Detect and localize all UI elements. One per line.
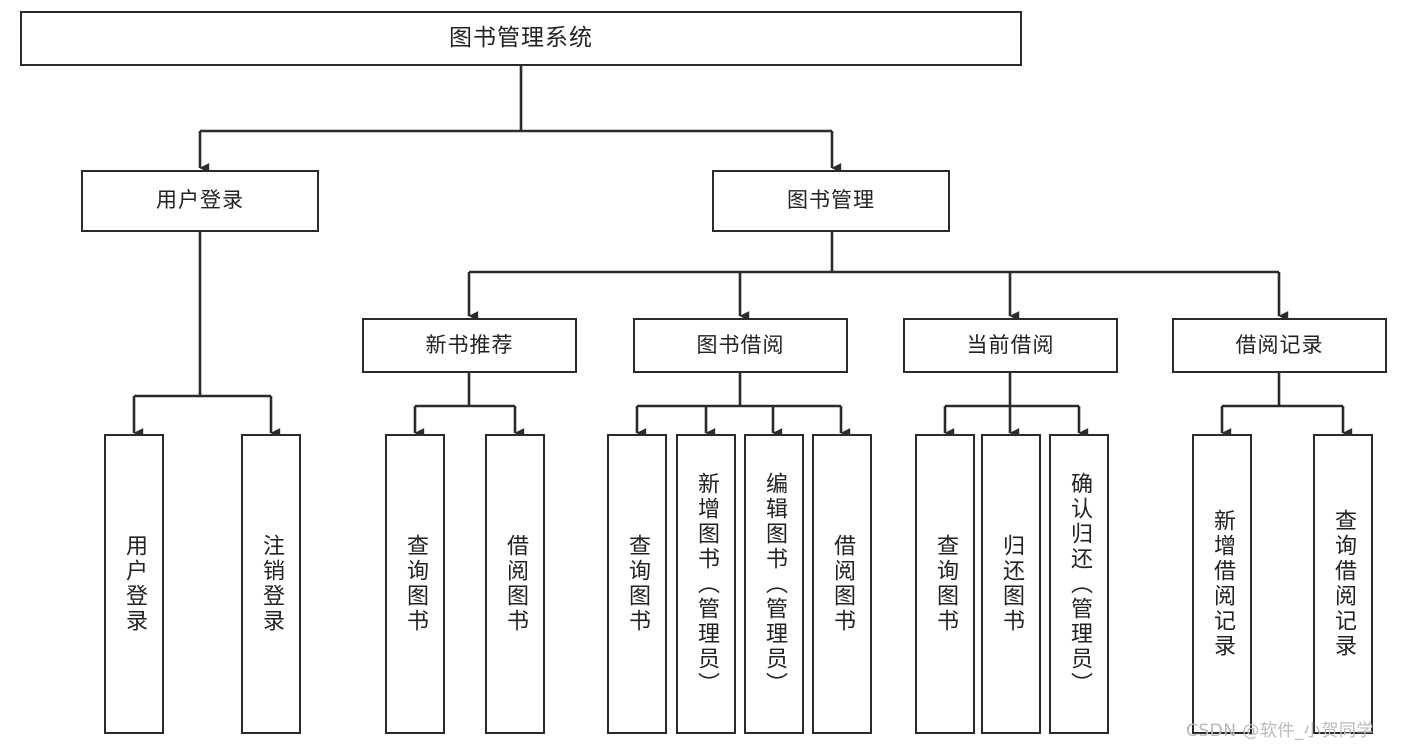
leaf-logout[interactable]: 注销登录 bbox=[241, 434, 301, 734]
node-label: 借阅图书 bbox=[503, 534, 528, 634]
leaf-query-book-recommend[interactable]: 查询图书 bbox=[385, 434, 445, 734]
node-label: 查询借阅记录 bbox=[1331, 509, 1356, 659]
leaf-query-borrow-record[interactable]: 查询借阅记录 bbox=[1313, 434, 1373, 734]
node-label: 借阅图书 bbox=[830, 534, 855, 634]
node-label: 新增借阅记录 bbox=[1210, 509, 1235, 659]
node-label: 新增图书（管理员） bbox=[694, 471, 719, 697]
leaf-user-login[interactable]: 用户登录 bbox=[104, 434, 164, 734]
node-label: 注销登录 bbox=[259, 534, 284, 634]
node-label: 用户登录 bbox=[156, 188, 244, 213]
leaf-confirm-return-admin[interactable]: 确认归还（管理员） bbox=[1049, 434, 1109, 734]
node-label: 图书管理系统 bbox=[449, 24, 593, 51]
node-borrow-record[interactable]: 借阅记录 bbox=[1172, 318, 1387, 373]
leaf-return-book[interactable]: 归还图书 bbox=[981, 434, 1041, 734]
node-label: 查询图书 bbox=[403, 534, 428, 634]
node-label: 借阅记录 bbox=[1235, 332, 1324, 357]
node-book-management[interactable]: 图书管理 bbox=[712, 170, 950, 232]
node-label: 图书管理 bbox=[787, 188, 875, 213]
node-label: 归还图书 bbox=[999, 534, 1024, 634]
leaf-borrow-book[interactable]: 借阅图书 bbox=[812, 434, 872, 734]
node-book-borrow[interactable]: 图书借阅 bbox=[633, 318, 848, 373]
node-user-login[interactable]: 用户登录 bbox=[81, 170, 319, 232]
node-label: 编辑图书（管理员） bbox=[762, 471, 787, 697]
node-label: 查询图书 bbox=[625, 534, 650, 634]
node-new-book-recommend[interactable]: 新书推荐 bbox=[362, 318, 577, 373]
watermark-text: CSDN @软件_小贺同学 bbox=[1186, 721, 1374, 741]
node-root-system[interactable]: 图书管理系统 bbox=[20, 11, 1022, 66]
node-label: 图书借阅 bbox=[696, 332, 785, 357]
leaf-add-book-admin[interactable]: 新增图书（管理员） bbox=[676, 434, 736, 734]
node-label: 新书推荐 bbox=[425, 332, 514, 357]
leaf-query-book-current[interactable]: 查询图书 bbox=[915, 434, 975, 734]
leaf-add-borrow-record[interactable]: 新增借阅记录 bbox=[1192, 434, 1252, 734]
node-label: 确认归还（管理员） bbox=[1067, 471, 1092, 697]
node-current-borrow[interactable]: 当前借阅 bbox=[903, 318, 1118, 373]
node-label: 查询图书 bbox=[933, 534, 958, 634]
leaf-query-book-borrow[interactable]: 查询图书 bbox=[607, 434, 667, 734]
node-label: 当前借阅 bbox=[966, 332, 1055, 357]
leaf-edit-book-admin[interactable]: 编辑图书（管理员） bbox=[744, 434, 804, 734]
node-label: 用户登录 bbox=[122, 534, 147, 634]
leaf-borrow-book-recommend[interactable]: 借阅图书 bbox=[485, 434, 545, 734]
